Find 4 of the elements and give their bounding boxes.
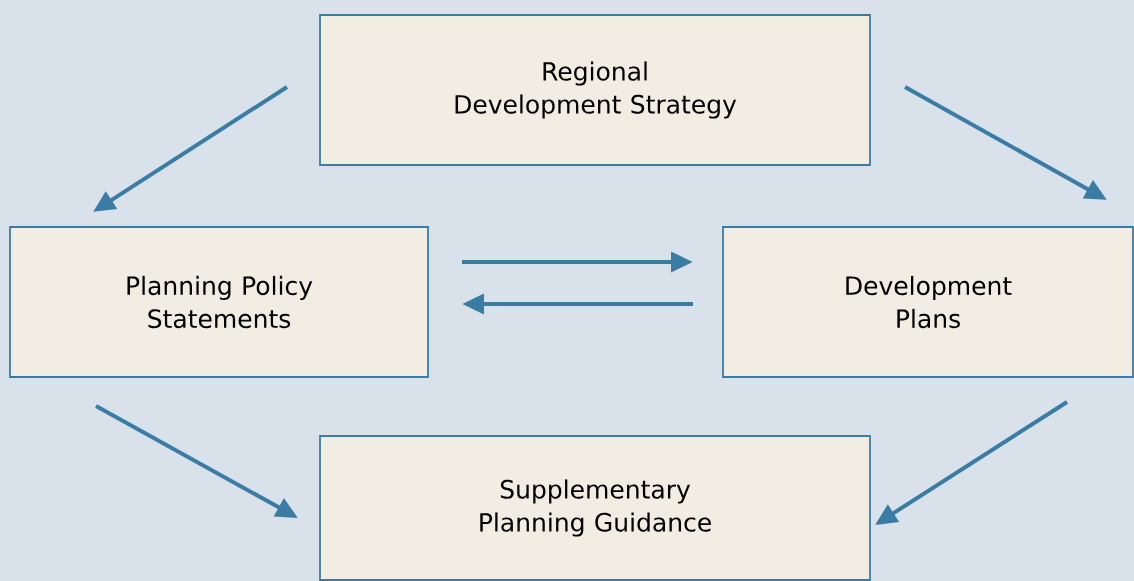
box: Supplementary Planning Guidance [319,435,871,581]
box: Planning Policy Statements [9,226,429,378]
box: Regional Development Strategy [319,14,871,166]
box: Development Plans [722,226,1134,378]
